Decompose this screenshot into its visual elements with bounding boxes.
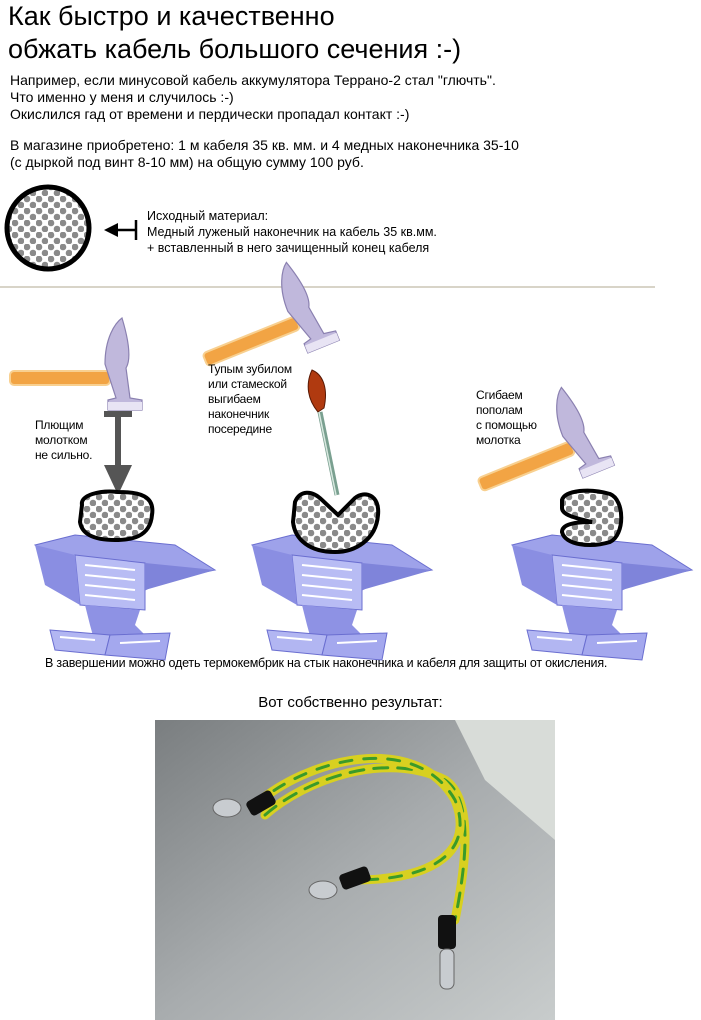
step-2-illustration: [181, 253, 433, 661]
step-3-label: Сгибаем пополам с помощью молотка: [476, 388, 537, 448]
anvil-icon: [34, 534, 216, 661]
anvil-icon: [251, 534, 433, 661]
cable-cross-section-illustration: [4, 184, 138, 272]
title-line-1: Как быстро и качественно: [8, 1, 335, 31]
intro-line: Окислился гад от времени и пердически пр…: [10, 106, 410, 122]
step-line: молотком: [35, 433, 88, 447]
caption: В завершении можно одеть термокембрик на…: [45, 656, 608, 670]
step-line: пополам: [476, 403, 523, 417]
purchase-paragraph: В магазине приобретено: 1 м кабеля 35 кв…: [10, 137, 519, 171]
hammer-icon: [9, 317, 143, 411]
step-line: Тупым зубилом: [208, 362, 292, 376]
step-3-illustration: [456, 378, 693, 661]
divider: [0, 286, 655, 288]
step-line: или стамеской: [208, 377, 287, 391]
step-2-label: Тупым зубилом или стамеской выгибаем нак…: [208, 362, 292, 437]
chisel-icon: [307, 369, 340, 496]
arrow-left-icon: [104, 220, 138, 240]
material-line: Исходный материал:: [147, 209, 269, 223]
result-photo: [155, 720, 555, 1020]
step-line: выгибаем: [208, 392, 261, 406]
step-line: не сильно.: [35, 448, 93, 462]
step-line: молотка: [476, 433, 521, 447]
arrow-down-icon: [104, 411, 132, 495]
material-line: Медный луженый наконечник на кабель 35 к…: [147, 225, 437, 239]
step-line: Сгибаем: [476, 388, 523, 402]
title-line-2: обжать кабель большого сечения :-): [8, 34, 462, 64]
anvil-icon: [511, 534, 693, 661]
flattened-lug: [77, 489, 155, 543]
page-title: Как быстро и качественно обжать кабель б…: [8, 0, 461, 66]
intro-line: Например, если минусовой кабель аккумуля…: [10, 72, 496, 88]
folded-lug: [559, 488, 624, 547]
step-line: Плющим: [35, 418, 84, 432]
intro-paragraph: Например, если минусовой кабель аккумуля…: [10, 72, 496, 123]
step-1-label: Плющим молотком не сильно.: [35, 418, 92, 463]
intro-line: Что именно у меня и случилось :-): [10, 89, 234, 105]
step-line: с помощью: [476, 418, 537, 432]
material-line: + вставленный в него зачищенный конец ка…: [147, 241, 430, 255]
material-description: Исходный материал: Медный луженый наконе…: [147, 208, 437, 256]
result-label: Вот собственно результат:: [258, 694, 443, 711]
step-line: наконечник: [208, 407, 270, 421]
step-1-illustration: [9, 317, 216, 661]
step-line: посередине: [208, 422, 272, 436]
purchase-line: В магазине приобретено: 1 м кабеля 35 кв…: [10, 137, 519, 153]
keyboard: [455, 720, 555, 840]
purchase-line: (с дыркой под винт 8-10 мм) на общую сум…: [10, 154, 364, 170]
bent-lug: [290, 490, 381, 555]
